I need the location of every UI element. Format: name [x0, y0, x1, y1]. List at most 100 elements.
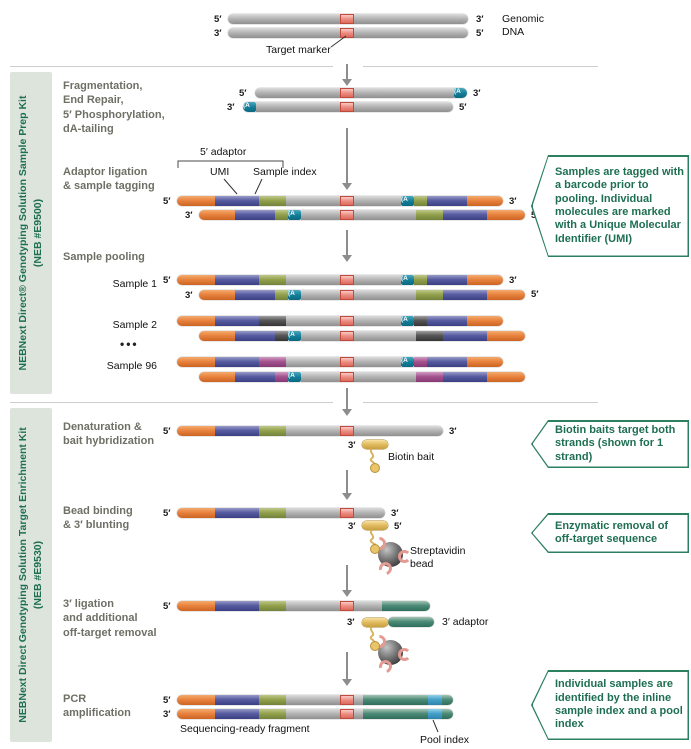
flow-arrow	[341, 388, 353, 416]
da-tail-chip: (A	[401, 275, 414, 285]
adaptor-ligated-bottom-strand: (A	[199, 210, 525, 220]
target-marker-segment	[340, 508, 354, 518]
three-prime-label: 3′	[163, 709, 171, 720]
sample96-top-strand: (A	[177, 357, 503, 367]
adaptor-arm-segment	[467, 357, 503, 367]
pool-index-label: Pool index	[420, 734, 470, 746]
sample-index-segment	[259, 196, 286, 206]
adaptor-arm-segment	[467, 275, 503, 285]
target-marker-segment	[340, 426, 354, 436]
flow-arrow	[341, 128, 353, 190]
three-prime-label: 3′	[347, 617, 355, 628]
genomic-dna-bottom-strand	[228, 28, 468, 38]
dna-segment	[354, 426, 443, 436]
section-divider	[363, 402, 598, 403]
three-prime-label: 3′	[227, 102, 235, 113]
three-prime-label: 3′	[185, 290, 193, 301]
biotin-linker	[369, 448, 380, 473]
three-prime-label: 3′	[449, 426, 457, 437]
dna-segment	[354, 357, 401, 367]
umi-segment	[235, 210, 275, 220]
adaptor-ligated-top-strand: (A	[177, 196, 503, 206]
sample-1-label: Sample 1	[112, 278, 157, 290]
umi-pointer	[223, 178, 238, 195]
dna-segment	[354, 196, 401, 206]
umi-segment	[427, 275, 467, 285]
step-bead-binding: Bead binding & 3′ blunting	[63, 505, 133, 532]
five-prime-label: 5′	[163, 426, 171, 437]
target-marker-segment	[340, 372, 354, 382]
denatured-strand	[177, 426, 443, 436]
sample96-bottom-strand: (A	[199, 372, 525, 382]
adaptor3-label: 3′ adaptor	[442, 616, 489, 628]
sample1-top-strand: (A	[177, 275, 503, 285]
five-prime-label: 5′	[163, 695, 171, 706]
bait-oligo	[362, 521, 388, 530]
pcr-bottom-strand	[177, 709, 453, 719]
adaptor-arm-segment	[199, 372, 235, 382]
step-pcr: PCR amplification	[63, 693, 131, 720]
callout-enzymatic-removal: Enzymatic removal of off-target sequence	[531, 513, 689, 553]
dna-segment	[286, 426, 340, 436]
dna-segment	[301, 331, 340, 341]
step-adaptor-ligation: Adaptor ligation & sample tagging	[63, 166, 155, 193]
callout-biotin-baits: Biotin baits target both strands (shown …	[531, 420, 689, 468]
umi-segment	[443, 331, 487, 341]
genomic-dna-top-strand	[228, 14, 468, 24]
step-fragmentation: Fragmentation, End Repair, 5′ Phosphoryl…	[63, 80, 165, 135]
dna-segment	[286, 709, 340, 719]
da-tail-chip: (A	[288, 210, 301, 220]
umi-segment	[235, 372, 275, 382]
sample-index-segment	[414, 357, 427, 367]
biotin-linker	[369, 626, 380, 651]
kit2-catalog: (NEB #E9530)	[32, 540, 44, 610]
sample-index-segment	[259, 275, 286, 285]
umi-segment	[215, 316, 259, 326]
sample-index-segment	[414, 316, 427, 326]
da-tail-label: (A	[288, 290, 295, 297]
callout-sample-tagging: Samples are tagged with a barcode prior …	[531, 155, 689, 257]
three-prime-label: 3′	[348, 440, 356, 451]
da-tail-chip: (A	[288, 290, 301, 300]
target-marker-segment	[340, 709, 354, 719]
target-marker-segment	[340, 14, 354, 24]
callout-text: Enzymatic removal of off-target sequence	[555, 519, 669, 545]
step-sample-pooling: Sample pooling	[63, 251, 145, 263]
dna-segment	[354, 331, 416, 341]
da-tail-chip: (A	[288, 331, 301, 341]
target-marker-segment	[340, 275, 354, 285]
adaptor-arm-segment	[467, 196, 503, 206]
bait-oligo	[362, 618, 388, 627]
callout-fill	[532, 514, 688, 552]
dna-segment	[354, 709, 363, 719]
callout-text: Biotin baits target both strands (shown …	[555, 423, 676, 463]
five-prime-label: 5′	[459, 102, 467, 113]
biotin-molecule	[370, 641, 380, 651]
sample-index-segment	[416, 331, 443, 341]
dna-segment	[256, 102, 340, 112]
da-tail-label: (A	[243, 102, 250, 109]
sample-index-segment	[416, 372, 443, 382]
dna-segment	[255, 88, 340, 98]
callout-fill	[532, 421, 688, 467]
dna-segment	[354, 14, 468, 24]
dna-segment	[354, 275, 401, 285]
umi-segment	[215, 695, 259, 705]
sample-index-label: Sample index	[253, 166, 317, 178]
ligated-strand	[177, 601, 430, 611]
kit1-sidebar: NEBNext Direct® Genotyping Solution Samp…	[10, 72, 52, 394]
sample-index-segment	[275, 372, 288, 382]
five-prime-adaptor-label: 5′ adaptor	[200, 146, 247, 158]
umi-segment	[235, 331, 275, 341]
five-prime-label: 5′	[239, 88, 247, 99]
da-tail-label: (A	[454, 88, 461, 95]
three-prime-label: 3′	[214, 28, 222, 39]
flow-arrow	[341, 470, 353, 500]
streptavidin-bead	[370, 632, 411, 676]
section-divider	[10, 402, 333, 403]
adaptor-arm-segment	[177, 601, 215, 611]
callout-text: Samples are tagged with a barcode prior …	[555, 165, 684, 245]
three-prime-label: 3′	[473, 88, 481, 99]
callout-fill	[532, 156, 688, 256]
